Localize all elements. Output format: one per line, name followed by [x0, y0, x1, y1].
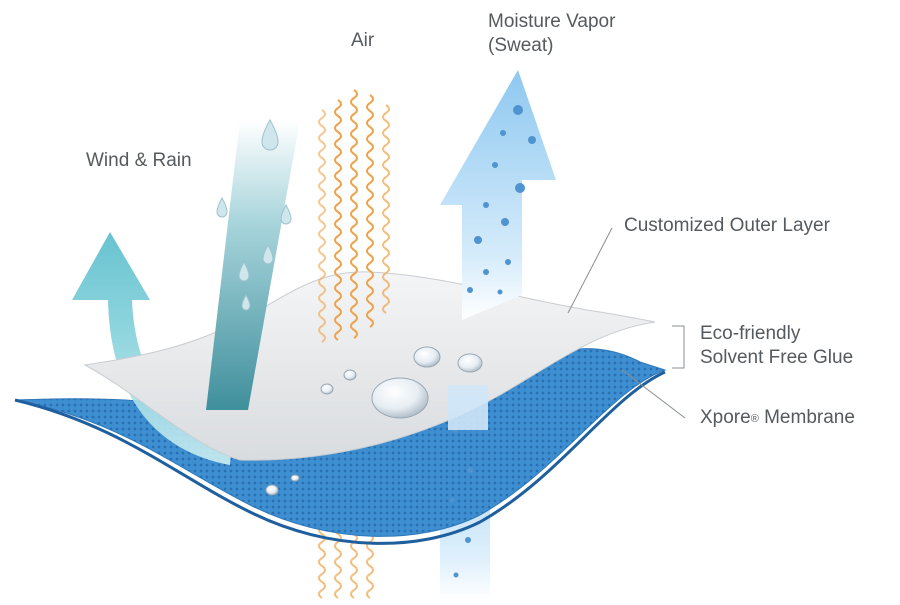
water-droplets [265, 346, 483, 496]
moisture-vapor-line1: Moisture Vapor [488, 11, 616, 32]
moisture-vapor-label: Moisture Vapor (Sweat) [488, 10, 615, 58]
outer-layer [83, 271, 656, 461]
membrane-edge [14, 370, 666, 545]
membrane-label: Xpore® Membrane [700, 406, 855, 430]
glue-line1: Eco-friendly [700, 323, 801, 344]
membrane-name: Xpore [700, 407, 751, 428]
moisture-vapor-line2: (Sweat) [488, 35, 554, 56]
glue-label: Eco-friendly Solvent Free Glue [700, 322, 853, 370]
vapor-arrow-icon [440, 70, 556, 578]
air-waves-icon [318, 89, 390, 343]
membrane-suffix: Membrane [758, 407, 855, 428]
leader-lines [567, 227, 686, 419]
wind-rain-label: Wind & Rain [86, 150, 192, 171]
wind-arrow-icon [72, 232, 232, 465]
outer-layer-label: Customized Outer Layer [624, 215, 830, 236]
water-droplet-icon [216, 118, 292, 311]
registered-mark: ® [750, 413, 759, 425]
rain-arrow-icon [206, 120, 300, 410]
glue-line2: Solvent Free Glue [700, 347, 854, 368]
air-label: Air [351, 30, 375, 51]
